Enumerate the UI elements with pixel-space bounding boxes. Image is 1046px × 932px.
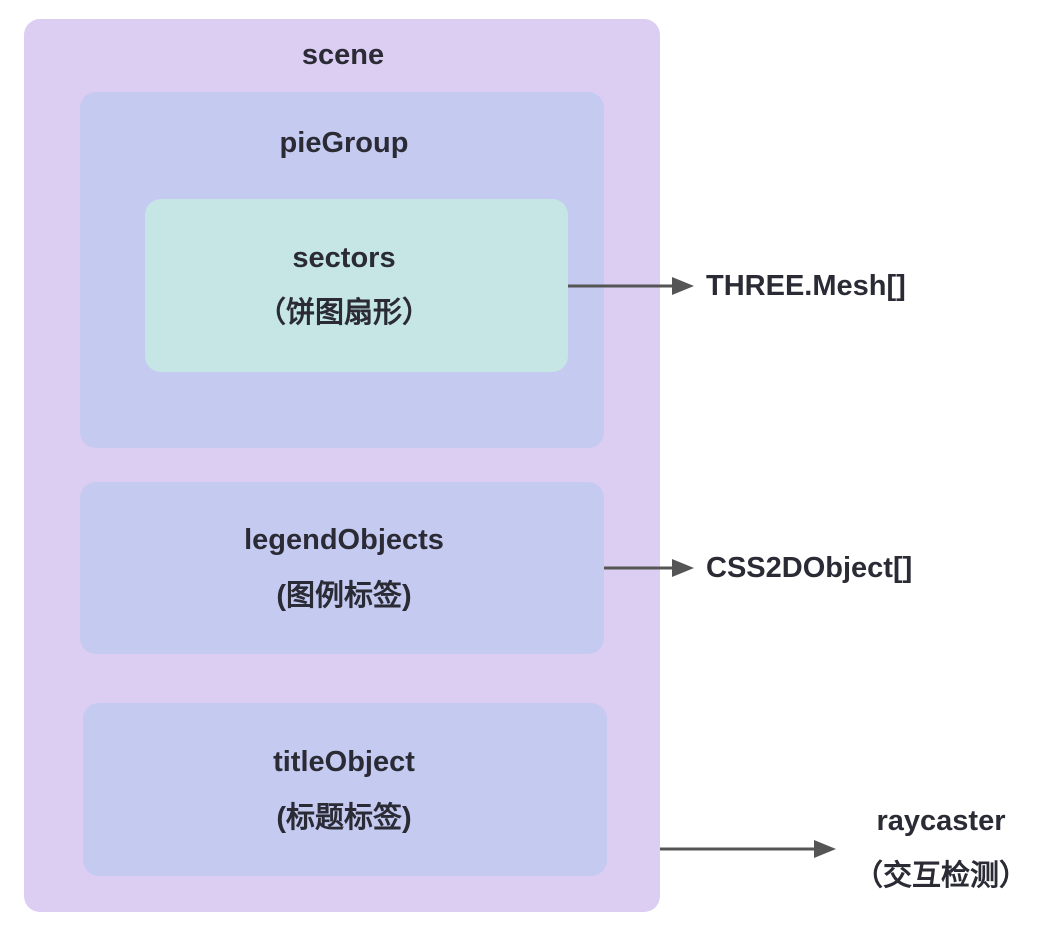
css2d-target-label: CSS2DObject[]	[706, 552, 913, 584]
sectors-node	[145, 199, 568, 372]
mesh-target-label: THREE.Mesh[]	[706, 270, 906, 302]
raycaster-label: raycaster	[876, 805, 1006, 837]
legend-objects-label: legendObjects	[244, 524, 444, 556]
raycaster-sublabel: （交互检测）	[853, 860, 1029, 892]
arrow-to-mesh	[568, 277, 694, 295]
arrow-to-raycaster	[660, 840, 836, 858]
arrow-to-css2d	[604, 559, 694, 577]
pie-group-label: pieGroup	[279, 127, 409, 159]
title-object-label: titleObject	[273, 746, 415, 778]
title-object-node	[83, 703, 607, 876]
legend-objects-sublabel: (图例标签)	[276, 580, 412, 612]
scene-label: scene	[301, 39, 385, 71]
sectors-sublabel: （饼图扇形）	[256, 297, 432, 329]
legend-objects-node	[80, 482, 604, 654]
title-object-sublabel: (标题标签)	[276, 802, 412, 834]
sectors-label: sectors	[292, 242, 396, 274]
